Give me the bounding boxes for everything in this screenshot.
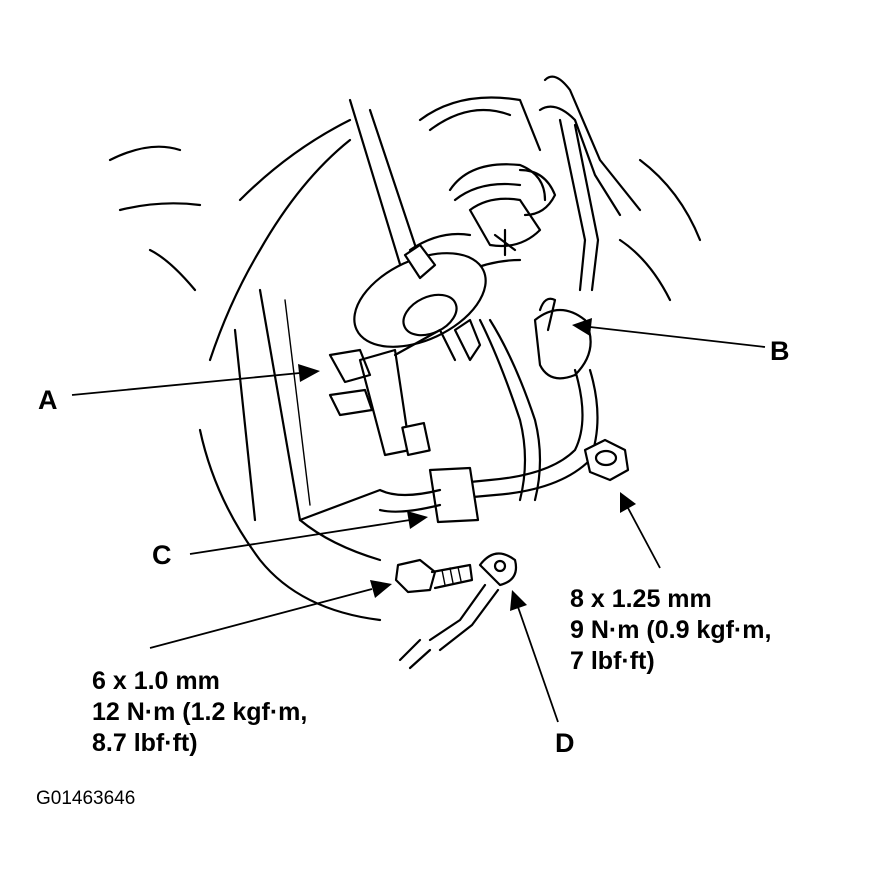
ground-terminal-d <box>398 552 518 670</box>
nut-torque-metric: 9 N·m (0.9 kgf·m, <box>570 616 772 644</box>
bolt-torque-metric: 12 N·m (1.2 kgf·m, <box>92 698 308 726</box>
nut-spec-block: 8 x 1.25 mm 9 N·m (0.9 kgf·m, 7 lbf·ft) <box>570 584 771 677</box>
bolt-spec-block: 6 x 1.0 mm 12 N·m (1.2 kgf·m, 8.7 lbf·ft… <box>92 666 307 759</box>
figure-id: G01463646 <box>36 788 136 809</box>
callout-b-label: B <box>770 336 790 366</box>
hose-and-cable <box>538 75 702 302</box>
nut-size: 8 x 1.25 mm <box>570 585 712 613</box>
bolt-6mm <box>394 558 474 594</box>
bolt-torque-imperial: 8.7 lbf·ft) <box>92 729 198 757</box>
bolt-size: 6 x 1.0 mm <box>92 667 220 695</box>
callout-a-label: A <box>38 385 58 415</box>
callout-c-label: C <box>152 540 172 570</box>
nut-torque-imperial: 7 lbf·ft) <box>570 647 655 675</box>
nut-8mm <box>583 438 630 482</box>
starter-flange <box>353 243 487 348</box>
callout-d-label: D <box>555 728 575 758</box>
leader-lines <box>71 318 766 723</box>
clamp-a <box>328 318 482 457</box>
